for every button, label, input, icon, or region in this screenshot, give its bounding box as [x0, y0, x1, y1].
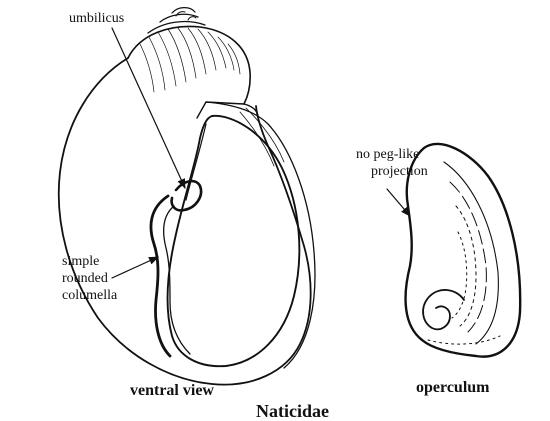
figure-labels: umbilicus simple rounded columella no pe…: [62, 11, 490, 421]
shell-growth-lines: [140, 28, 240, 92]
shell-body-whorl: [59, 58, 311, 385]
peg-label: no peg-like projection: [356, 147, 428, 179]
umbilicus-arrow: [112, 28, 185, 188]
operculum-caption: operculum: [416, 379, 490, 396]
columella-label: simple rounded columella: [62, 254, 118, 303]
umbilicus-label: umbilicus: [69, 11, 124, 26]
shell-aperture: [168, 116, 300, 366]
family-title: Naticidae: [256, 401, 329, 421]
operculum-nucleus: [423, 290, 464, 329]
shell-spire: [128, 8, 250, 104]
operculum-growth-lines: [428, 162, 500, 344]
ventral-view-caption: ventral view: [130, 382, 214, 399]
shell-columella: [151, 196, 170, 356]
shell-drawing: [59, 8, 315, 385]
columella-arrow: [112, 257, 158, 278]
